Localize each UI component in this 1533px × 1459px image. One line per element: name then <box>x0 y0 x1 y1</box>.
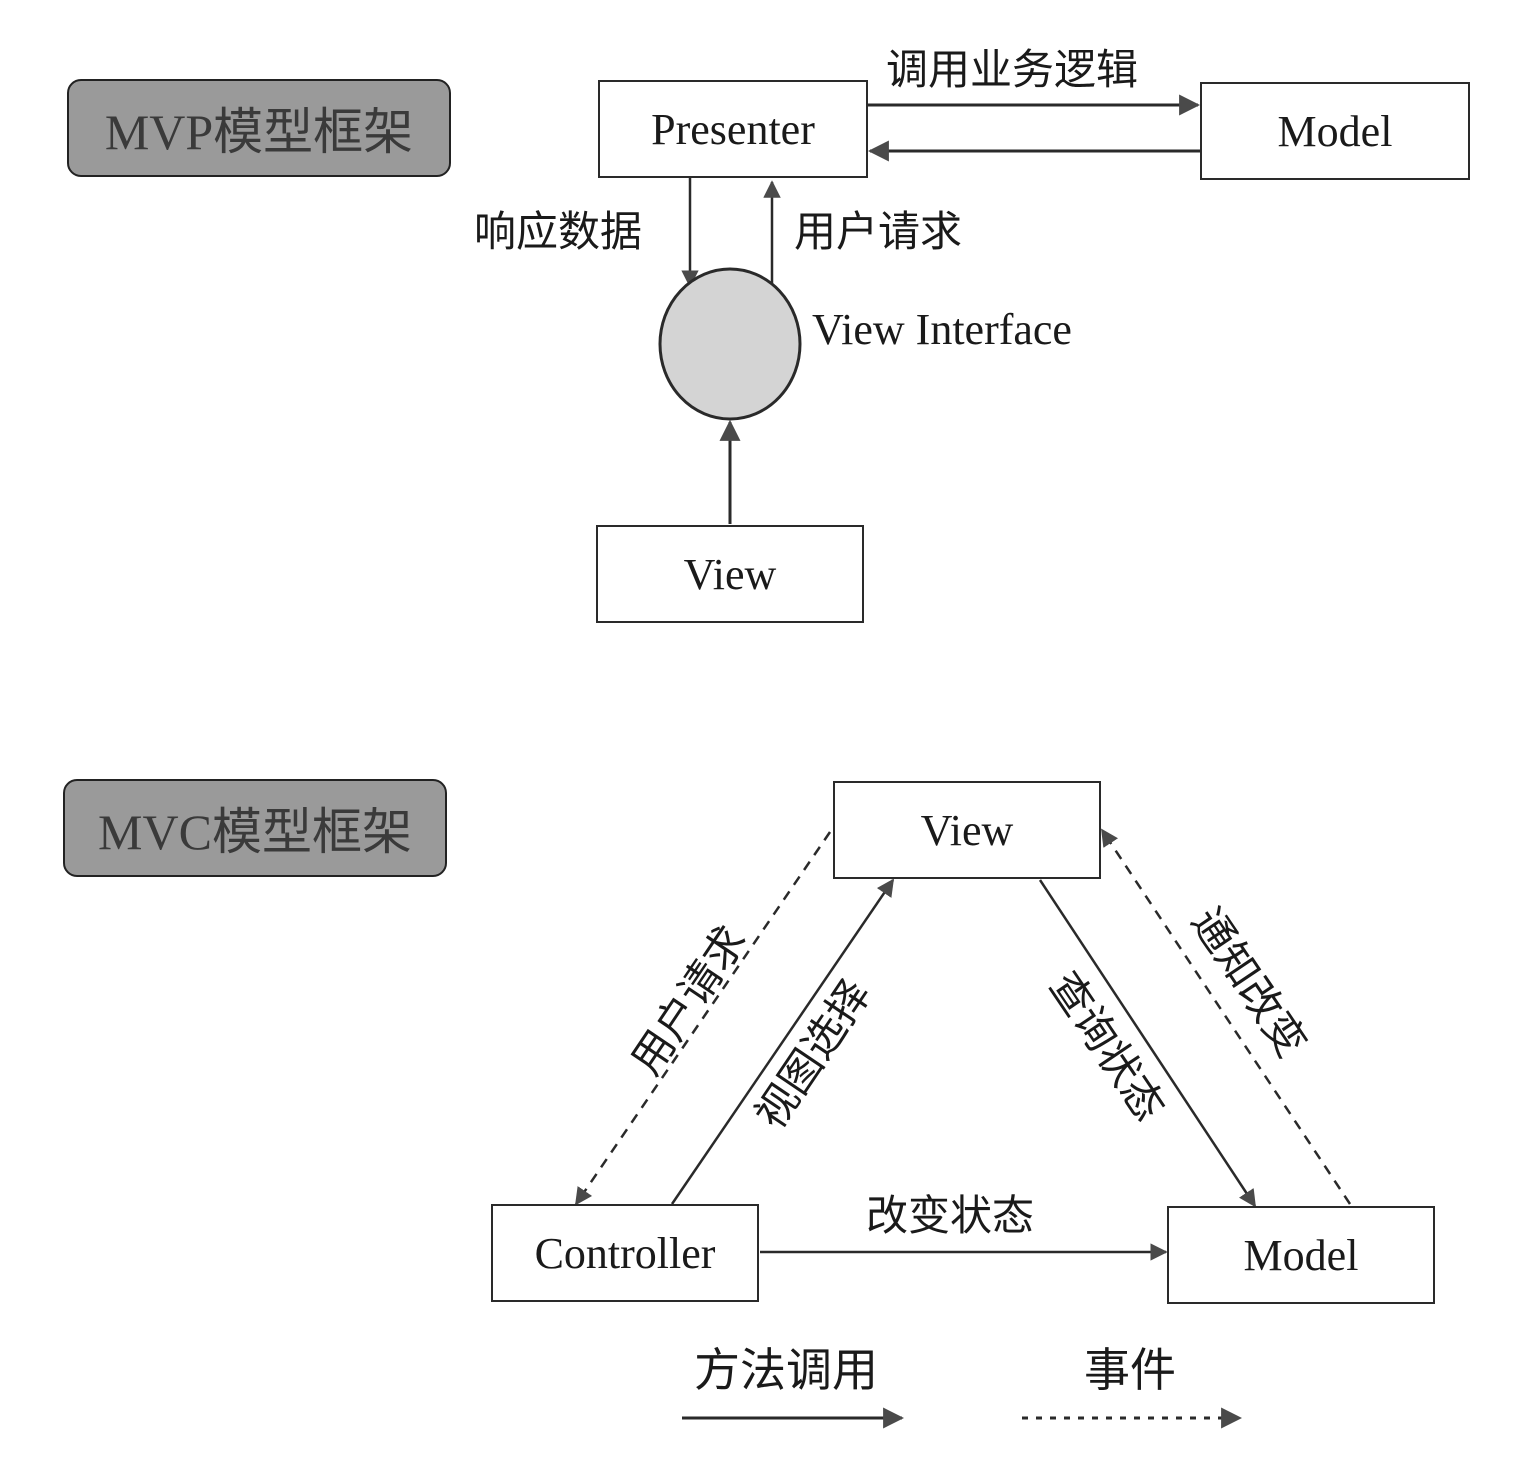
mvp-title-tag: MVP模型框架 <box>67 79 451 177</box>
mvp-model-label: Model <box>1277 106 1393 156</box>
edge-label-change-state: 改变状态 <box>866 1194 1035 1240</box>
presenter-node: Presenter <box>598 80 868 178</box>
arrow-view-to-model <box>1038 879 1257 1208</box>
presenter-label: Presenter <box>651 104 815 154</box>
mvc-title: MVC模型框架 <box>98 804 412 860</box>
mvc-model-label: Model <box>1243 1230 1359 1280</box>
view-interface-label: View Interface <box>812 305 1072 354</box>
controller-label: Controller <box>534 1228 716 1278</box>
mvc-title-tag: MVC模型框架 <box>63 779 447 877</box>
edge-label-call-business-logic: 调用业务逻辑 <box>886 48 1139 94</box>
arrow-view-to-controller-dashed <box>574 831 832 1206</box>
edge-label-response-data: 响应数据 <box>474 210 643 256</box>
mvp-view-label: View <box>683 549 777 599</box>
view-interface-circle <box>658 267 802 421</box>
mvp-title: MVP模型框架 <box>104 104 414 160</box>
mvp-view-node: View <box>596 525 864 623</box>
legend-event-label: 事件 <box>1084 1345 1176 1396</box>
mvc-view-node: View <box>833 781 1101 879</box>
legend-method-call-label: 方法调用 <box>694 1345 878 1396</box>
controller-node: Controller <box>491 1204 759 1302</box>
edge-label-user-request-mvp: 用户请求 <box>794 210 963 256</box>
mvc-view-label: View <box>920 805 1014 855</box>
mvc-model-node: Model <box>1167 1206 1435 1304</box>
arrow-model-to-view-dashed <box>1100 828 1352 1205</box>
arrow-controller-to-view <box>670 878 895 1205</box>
mvp-model-node: Model <box>1200 82 1470 180</box>
